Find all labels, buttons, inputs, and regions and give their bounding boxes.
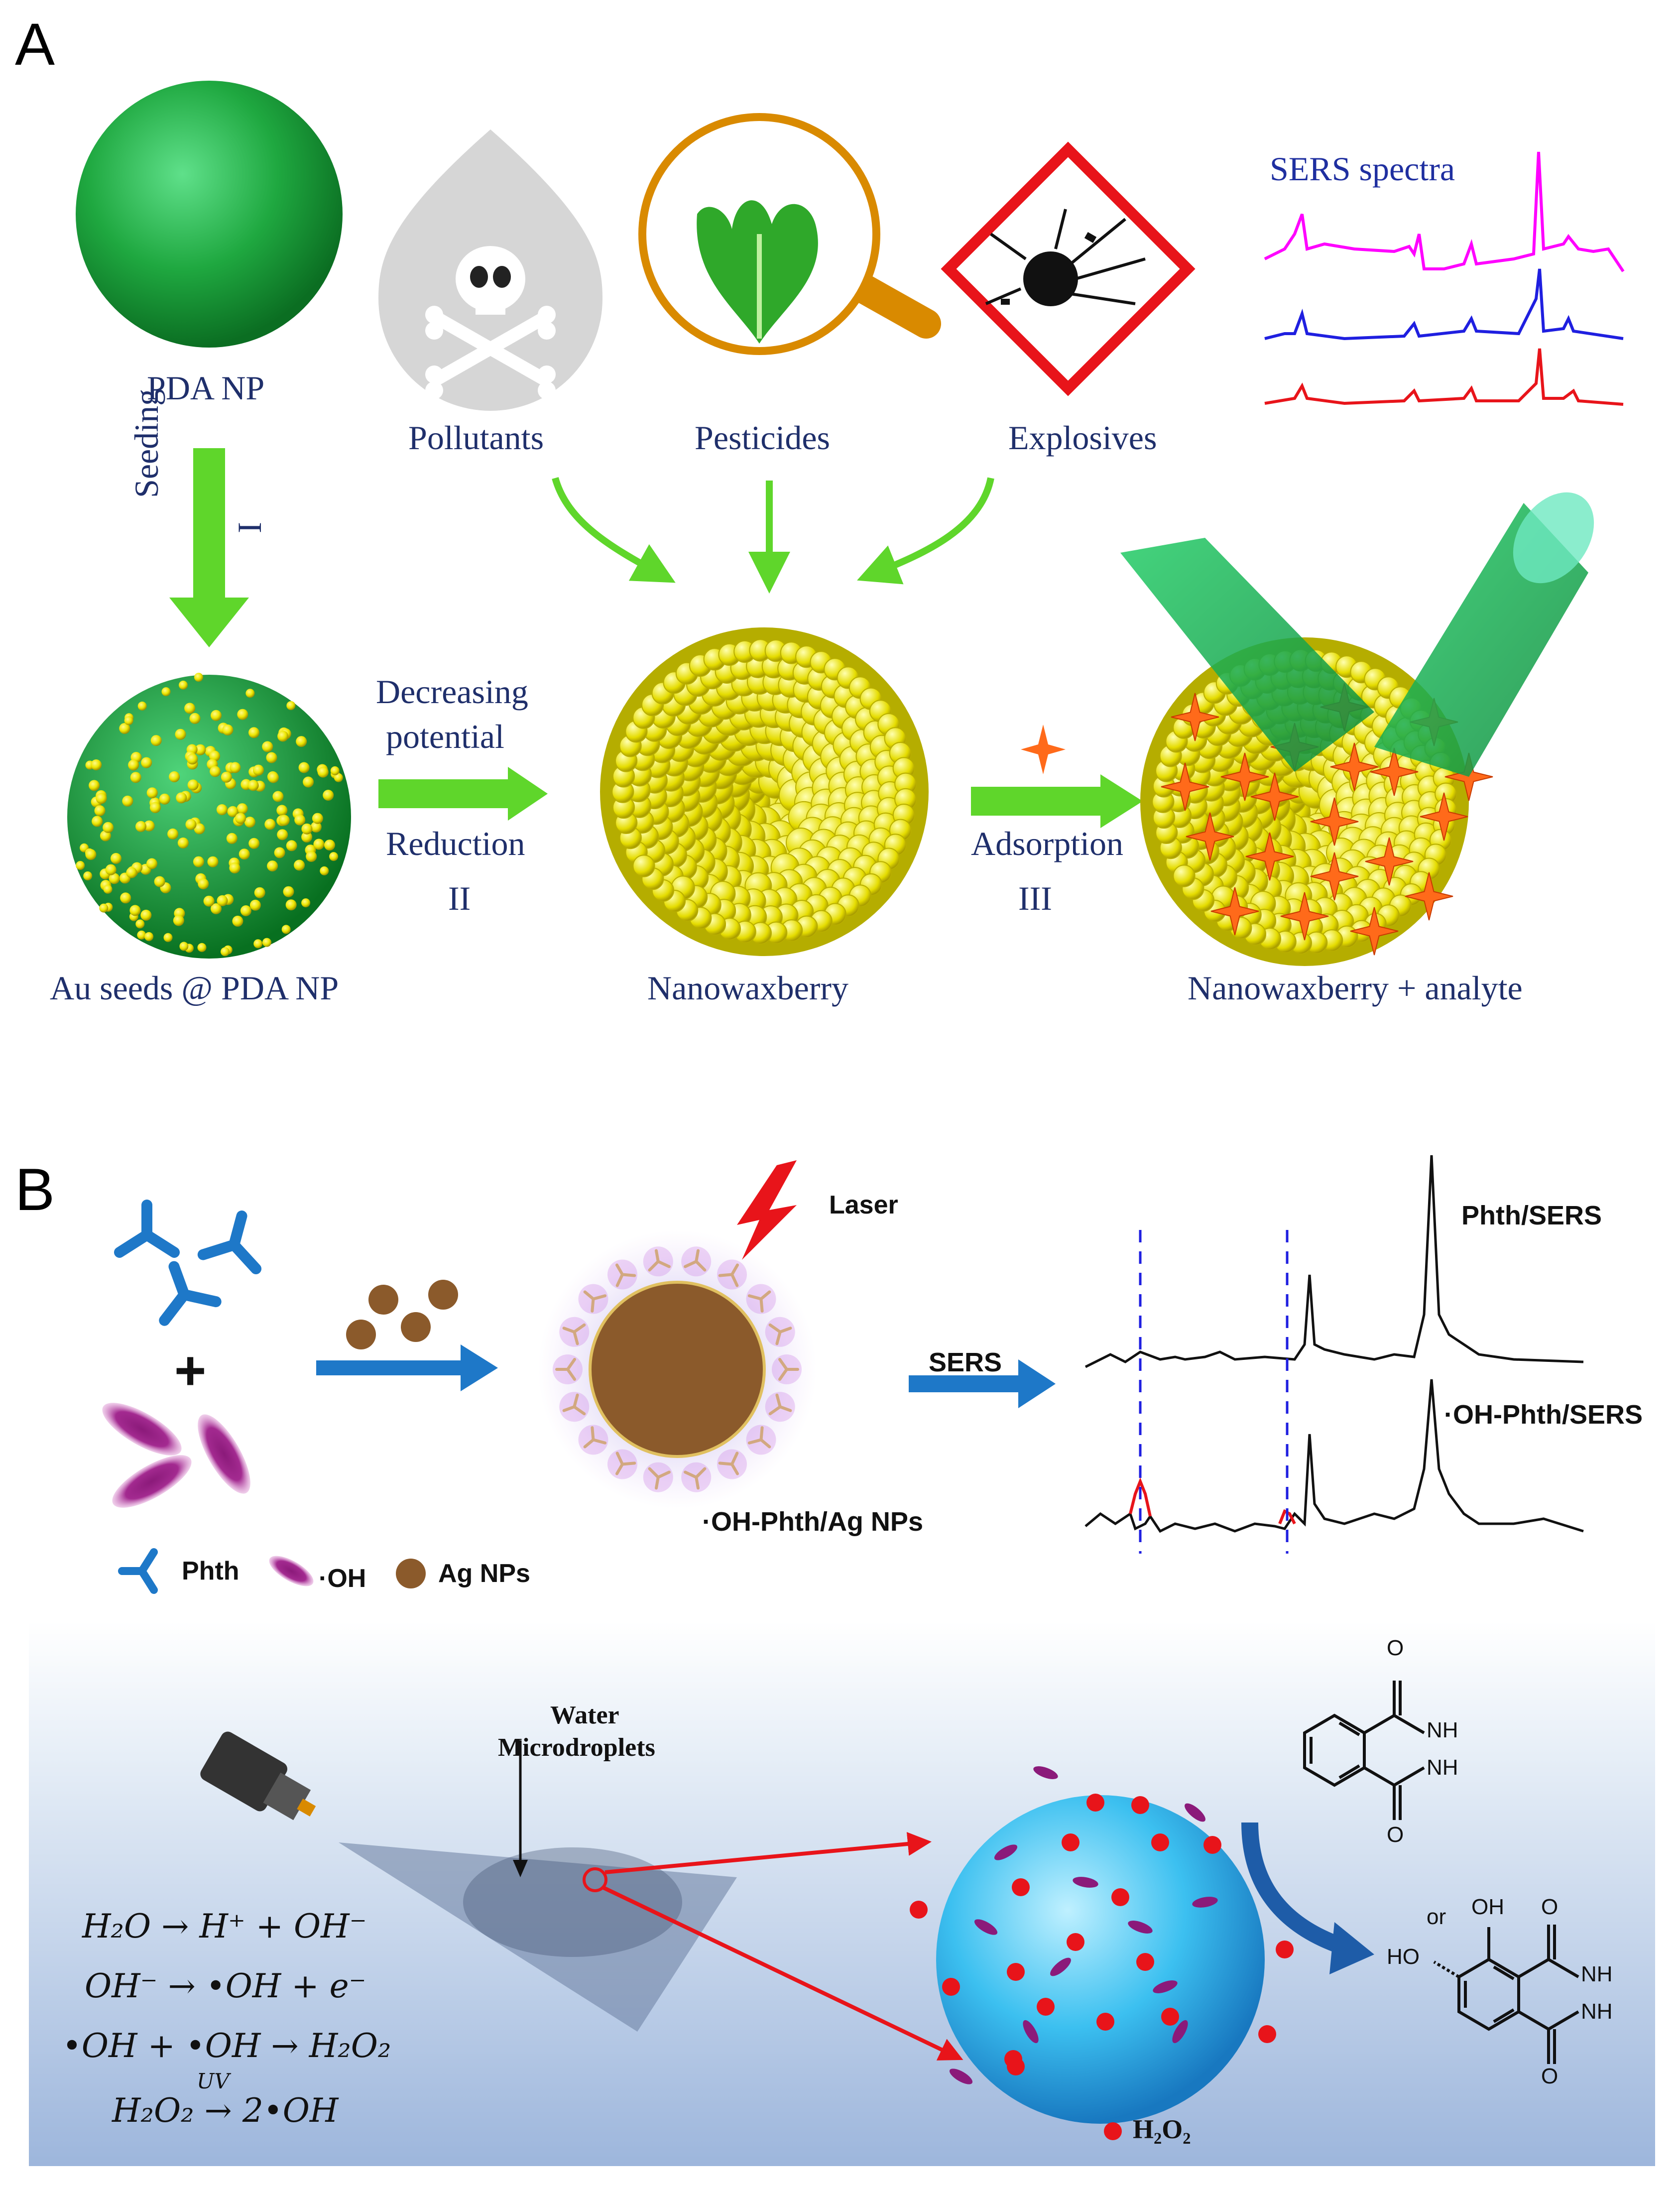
sers-label: SERS <box>929 1347 1002 1378</box>
plus-sign: + <box>174 1340 206 1401</box>
mol2-o-top: O <box>1541 1895 1558 1920</box>
oh-phth-ag-label: ·OH-Phth/Ag NPs <box>702 1506 923 1537</box>
laser-bolt <box>737 1160 797 1260</box>
phth-sers-spectrum <box>1085 1155 1583 1367</box>
mol-o-bottom: O <box>1387 1822 1404 1847</box>
equation-4: H₂O₂ → 2•OH <box>112 2091 338 2130</box>
mol2-or: or <box>1427 1905 1446 1930</box>
microdroplets-label: Microdroplets <box>498 1733 655 1762</box>
oh-phth-ag-np <box>538 1230 817 1509</box>
legend-phth-icon <box>122 1552 154 1590</box>
equation-1: H₂O → H⁺ + OH⁻ <box>82 1907 367 1945</box>
mol2-o-bottom: O <box>1541 2064 1558 2089</box>
h2o2-legend-dot <box>1104 2122 1122 2140</box>
sers-arrow <box>909 1375 1023 1392</box>
oh-radical <box>188 1407 260 1501</box>
legend-ag-icon <box>396 1559 426 1588</box>
equation-3: •OH + •OH → H₂O₂ <box>62 2027 391 2065</box>
mol-o-top: O <box>1387 1636 1404 1661</box>
ag-np <box>401 1312 431 1342</box>
equation-4-uv: UV <box>197 2069 230 2093</box>
legend-ag-label: Ag NPs <box>438 1559 530 1588</box>
legend-oh-icon <box>265 1550 318 1592</box>
mol-nh-1: NH <box>1427 1718 1458 1743</box>
oh-radical <box>95 1393 189 1465</box>
mol-nh-2: NH <box>1427 1755 1458 1780</box>
phth-molecules <box>120 1205 268 1321</box>
legend-oh-label: ·OH <box>319 1564 366 1593</box>
legend-phth-label: Phth <box>182 1556 240 1586</box>
mol2-oh: OH <box>1471 1895 1504 1920</box>
mol2-ho: HO <box>1387 1944 1420 1969</box>
h2o2-label: H₂O₂ <box>1133 2114 1191 2145</box>
laser-label: Laser <box>829 1190 898 1220</box>
phth-sers-label: Phth/SERS <box>1461 1200 1602 1231</box>
mix-arrow <box>316 1360 466 1375</box>
microdroplet-panel <box>29 1621 1655 2166</box>
oh-phth-sers-label: ·OH-Phth/SERS <box>1444 1399 1643 1430</box>
mol2-nh-1: NH <box>1581 1962 1613 1987</box>
equation-2: OH⁻ → •OH + e⁻ <box>85 1967 366 2005</box>
ag-np <box>428 1280 458 1310</box>
ag-np <box>368 1285 398 1315</box>
mol2-nh-2: NH <box>1581 1999 1613 2024</box>
ag-np <box>346 1320 376 1349</box>
oh-radical <box>105 1445 199 1517</box>
water-label: Water <box>550 1701 619 1730</box>
